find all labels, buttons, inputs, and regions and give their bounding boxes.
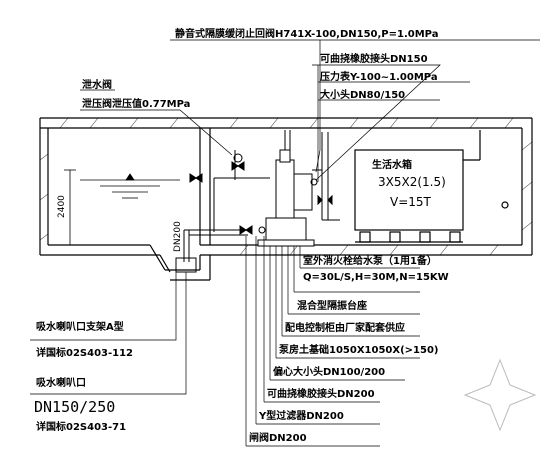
callout-flex-joint-200: 可曲挠橡胶接头DN200 [267,387,375,400]
callout-base: 混合型隔振台座 [297,299,367,312]
bottom-leaders [245,236,420,447]
depth-dimension-label: 2400 [57,195,67,218]
tank-name: 生活水箱 [372,158,412,171]
callout-suction-bracket: 吸水喇叭口支架A型 [36,320,124,333]
callout-pump: 室外消火栓给水泵（1用1备） [303,254,437,267]
callout-bell-mouth: 吸水喇叭口 [36,376,86,389]
callout-electric: 配电控制柜由厂家配套供应 [285,321,405,334]
suction-pipe-label: DN200 [173,221,183,252]
room-structure [39,117,533,281]
callout-check-valve: 静音式隔膜缓闭止回阀H741X-100,DN150,P=1.0MPa [175,27,439,40]
pump-assembly [239,130,315,247]
callout-foundation: 泵房土基础1050X1050X(>150) [279,343,438,356]
callout-gate-valve: 闸阀DN200 [249,431,307,444]
watermark-star [463,358,537,432]
relief-valve-assembly [189,150,270,232]
top-leaders [80,39,540,182]
water-tank [354,130,509,243]
tank-volume: V=15T [390,195,432,209]
suction-pipe [175,229,248,273]
callout-pressure-gauge: 压力表Y-100~1.00MPa [320,70,438,83]
callout-bell-size: DN150/250 [34,398,115,416]
callout-flex-joint-150: 可曲挠橡胶接头DN150 [320,52,428,65]
callout-suction-bracket-ref: 详国标02S403-112 [36,346,133,359]
callout-relief-valve: 泄水阀 [82,78,112,91]
callout-reducer: 大小头DN80/150 [320,88,405,101]
callout-bell-ref: 详国标02S403-71 [36,420,126,433]
tank-dims: 3X5X2(1.5) [378,175,446,189]
depth-dimension [64,169,76,246]
callout-relief-setting: 泄压阀泄压值0.77MPa [82,97,190,110]
lower-left-leaders [30,270,187,395]
callout-y-strainer: Y型过滤器DN200 [258,409,344,422]
callout-pump-spec: Q=30L/S,H=30M,N=15KW [303,272,449,283]
water-level [80,173,180,199]
callout-eccentric-reducer: 偏心大小头DN100/200 [273,365,385,378]
discharge-assembly [310,132,340,221]
